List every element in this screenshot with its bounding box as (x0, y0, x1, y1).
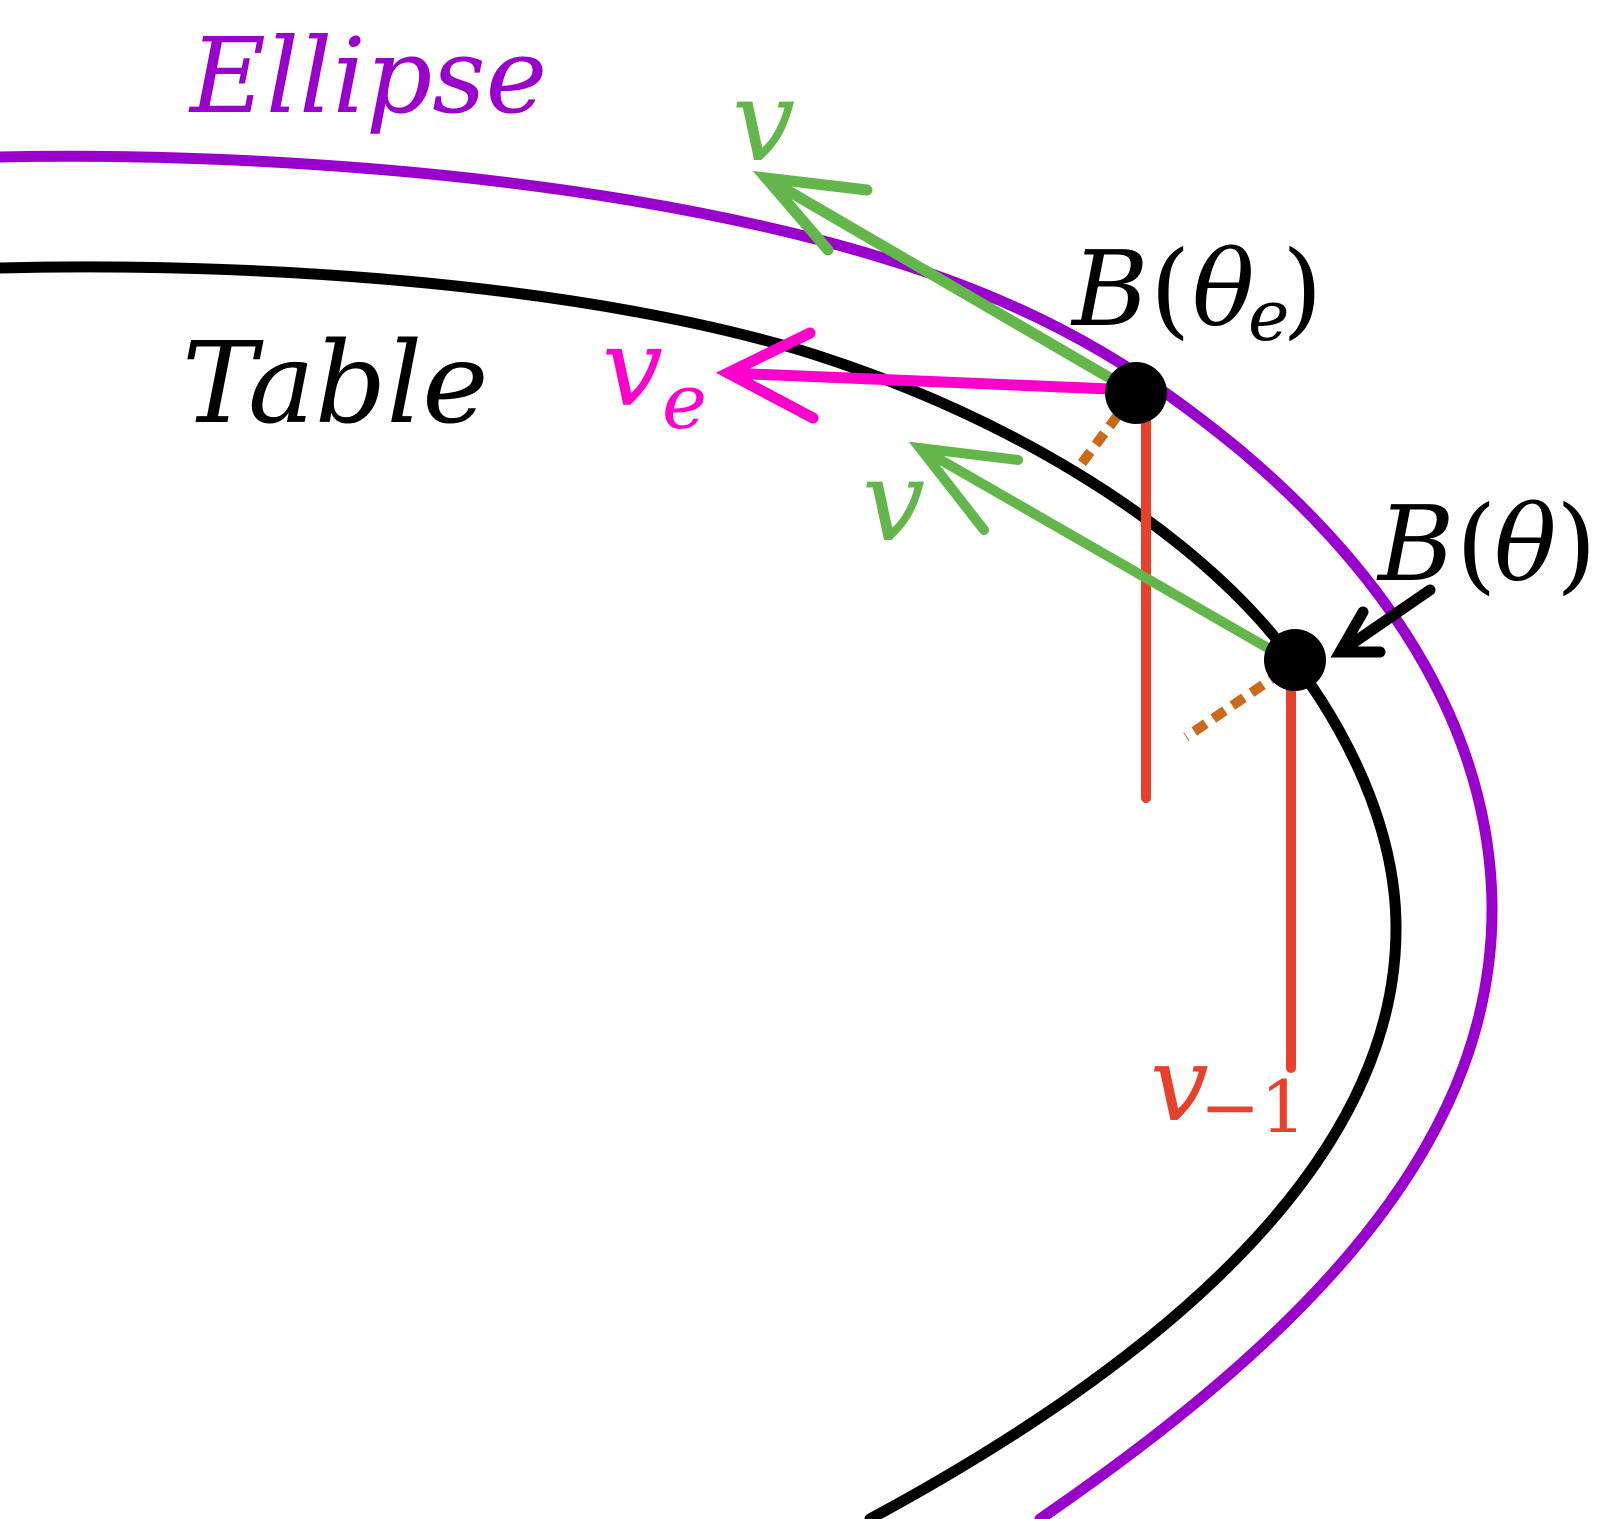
v-e-main: v (602, 306, 663, 431)
v-minus-1-sub: −1 (1200, 1065, 1306, 1149)
table-curve (0, 261, 1402, 1519)
b-theta-e-theta: θ (1192, 228, 1255, 350)
b-theta-letter: B (1376, 483, 1454, 605)
v-top-label: v (732, 57, 795, 187)
pointer-arrow-b-theta (1330, 584, 1436, 658)
table-label: Table (182, 319, 489, 449)
b-theta-e-open: ( (1150, 228, 1191, 350)
v-minus-1-main: v (1150, 1023, 1209, 1145)
velocity-arrow-mid (908, 441, 1285, 660)
b-theta-e-letter: B (1070, 228, 1148, 350)
v-e-label: v e (602, 306, 707, 446)
v-mid-label: v (862, 437, 925, 567)
b-theta-e-sub: e (1248, 275, 1289, 357)
b-theta-e-close: ) (1282, 228, 1323, 350)
point-b-theta (1264, 629, 1326, 691)
ellipse-curve (0, 150, 1498, 1519)
velocity-e-arrow (715, 327, 1140, 424)
b-theta-open: ( (1456, 483, 1497, 605)
ellipse-label: Ellipse (188, 15, 547, 137)
b-theta-label: B ( θ ) (1376, 483, 1597, 605)
b-theta-e-label: B ( θ e ) (1070, 228, 1323, 357)
v-minus-1-label: v −1 (1150, 1023, 1306, 1149)
normal-dotted-b-theta (1183, 667, 1285, 742)
v-e-sub: e (662, 357, 707, 446)
b-theta-close: ) (1556, 483, 1597, 605)
point-b-theta-e (1105, 362, 1167, 424)
normal-dotted-b-theta-e (1078, 412, 1122, 466)
velocity-arrow-top (752, 170, 1140, 398)
b-theta-theta: θ (1494, 483, 1557, 605)
